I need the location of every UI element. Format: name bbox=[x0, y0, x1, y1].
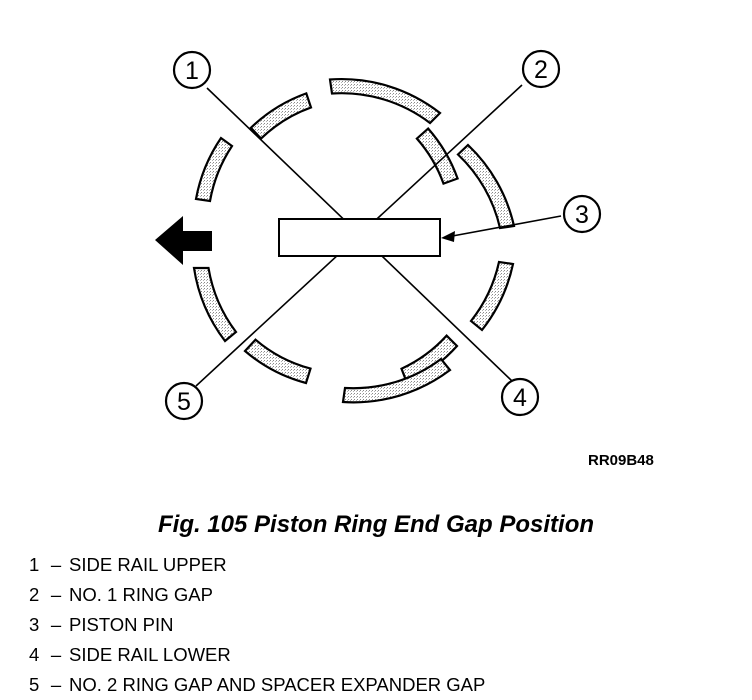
legend-dash: – bbox=[50, 554, 62, 575]
legend-dash: – bbox=[50, 674, 62, 695]
legend-item: 3–PISTON PIN bbox=[29, 610, 485, 640]
legend-item: 2–NO. 1 RING GAP bbox=[29, 580, 485, 610]
ring-segment-top bbox=[249, 91, 313, 141]
legend-item: 5–NO. 2 RING GAP AND SPACER EXPANDER GAP bbox=[29, 670, 485, 700]
legend-dash: – bbox=[50, 584, 62, 605]
legend-item: 1–SIDE RAIL UPPER bbox=[29, 550, 485, 580]
ring-segment-left-upper bbox=[194, 136, 234, 203]
legend-number: 1 bbox=[29, 554, 40, 575]
callout-label-2: 2 bbox=[534, 56, 548, 84]
legend-dash: – bbox=[50, 644, 62, 665]
callout-label-3: 3 bbox=[575, 201, 589, 229]
leader-line-3 bbox=[446, 215, 562, 238]
callout-label-4: 4 bbox=[513, 384, 527, 412]
legend-dash: – bbox=[50, 614, 62, 635]
figure-code: RR09B48 bbox=[588, 452, 654, 469]
legend-text: SIDE RAIL UPPER bbox=[69, 554, 227, 575]
legend-item: 4–SIDE RAIL LOWER bbox=[29, 640, 485, 670]
legend-number: 5 bbox=[29, 674, 40, 695]
callout-circle-5 bbox=[164, 381, 204, 421]
ring-segment-bottom-right bbox=[400, 334, 459, 385]
ring-segment-bottom-left bbox=[243, 338, 312, 385]
legend-text: NO. 1 RING GAP bbox=[69, 584, 213, 605]
legend-text: SIDE RAIL LOWER bbox=[69, 644, 231, 665]
ring-segment-bottom bbox=[341, 357, 452, 404]
callout-circle-2 bbox=[521, 49, 561, 89]
callout-circle-3 bbox=[562, 194, 602, 234]
legend-number: 3 bbox=[29, 614, 40, 635]
legend-list: 1–SIDE RAIL UPPER 2–NO. 1 RING GAP 3–PIS… bbox=[29, 550, 485, 700]
legend-number: 2 bbox=[29, 584, 40, 605]
legend-text: PISTON PIN bbox=[69, 614, 174, 635]
callout-label-1: 1 bbox=[185, 57, 199, 85]
front-arrow-icon bbox=[155, 216, 212, 265]
callout-circles bbox=[164, 49, 602, 421]
ring-segment-top-right bbox=[415, 127, 460, 186]
ring-segment-left-lower bbox=[192, 266, 238, 343]
callout-circle-1 bbox=[172, 50, 212, 90]
legend-number: 4 bbox=[29, 644, 40, 665]
arrowhead-3 bbox=[441, 231, 455, 242]
legend-text: NO. 2 RING GAP AND SPACER EXPANDER GAP bbox=[69, 674, 486, 695]
callout-circle-4 bbox=[500, 377, 540, 417]
callout-label-5: 5 bbox=[177, 388, 191, 416]
ring-segment-right-lower bbox=[469, 260, 515, 332]
ring-segment-top-2 bbox=[328, 77, 442, 125]
figure-caption: Fig. 105 Piston Ring End Gap Position bbox=[157, 511, 595, 538]
piston-pin bbox=[278, 218, 441, 257]
ring-segment-right bbox=[456, 143, 516, 230]
ring-segments bbox=[192, 77, 516, 404]
piston-ring-diagram: 1 2 3 4 5 bbox=[155, 49, 602, 421]
